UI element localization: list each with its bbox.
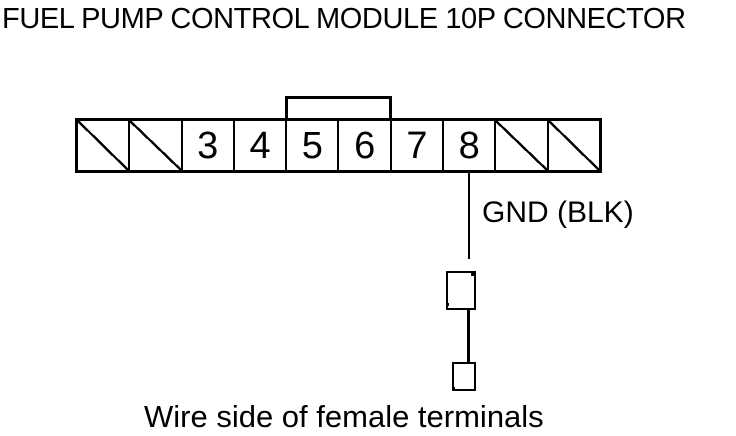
pin-number: 4 (249, 124, 271, 167)
inline-terminal-symbol-large (446, 271, 476, 310)
wire-label-gnd: GND (BLK) (482, 196, 634, 229)
pin-number: 6 (354, 124, 376, 167)
pin-number: 8 (458, 124, 480, 167)
pin-cell-3: 3 (183, 121, 235, 170)
pin-number: 7 (406, 124, 428, 167)
pin-cell-8: 8 (444, 121, 497, 170)
inline-terminal-symbol-small (452, 362, 476, 391)
pin-cell-7: 7 (392, 121, 445, 170)
pin-cell-5: 5 (287, 121, 340, 170)
connector-key-tab (285, 96, 392, 122)
diagram-title: FUEL PUMP CONTROL MODULE 10P CONNECTOR (2, 3, 686, 35)
pin-cell-6: 6 (339, 121, 392, 170)
pin-cell-blank-2 (130, 121, 183, 170)
wire-segment-lower (467, 310, 470, 363)
pin-cell-blank-10 (548, 121, 599, 170)
pin-number: 3 (197, 124, 219, 167)
pin-cell-blank-9 (496, 121, 549, 170)
pin-number: 5 (301, 124, 323, 167)
wire-segment-upper (468, 173, 470, 259)
caption-wire-side: Wire side of female terminals (144, 399, 544, 434)
pin-cell-blank-1 (78, 121, 131, 170)
pin-cell-4: 4 (235, 121, 288, 170)
